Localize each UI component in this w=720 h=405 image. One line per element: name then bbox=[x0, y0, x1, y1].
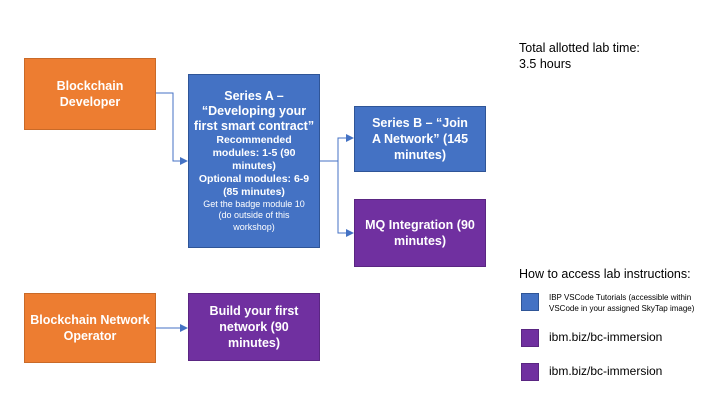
series-a-optional-line-2: (85 minutes) bbox=[223, 185, 285, 198]
series-a-badge-line-1: Get the badge module 10 bbox=[203, 198, 305, 209]
series-a-recommended-line-1: Recommended bbox=[216, 133, 292, 146]
build-network-label: Build your first network (90 minutes) bbox=[209, 304, 299, 350]
legend-item-vscode-line-1: IBP VSCode Tutorials (accessible within bbox=[549, 293, 692, 302]
blockchain-developer-label: Blockchain Developer bbox=[56, 79, 124, 109]
mq-integration-label: MQ Integration (90 minutes) bbox=[365, 218, 475, 248]
legend-item-vscode-line-2: VSCode in your assigned SkyTap image) bbox=[549, 304, 695, 313]
series-a-box: Series A – “Developing your first smart … bbox=[188, 74, 320, 248]
blockchain-network-operator-label: Blockchain Network Operator bbox=[30, 313, 150, 343]
legend-item-link-1[interactable]: ibm.biz/bc-immersion bbox=[549, 330, 663, 344]
legend-item-vscode: IBP VSCode Tutorials (accessible within … bbox=[549, 292, 694, 314]
series-a-title-line-1: Series A – bbox=[224, 88, 284, 103]
legend-swatch-blue bbox=[521, 293, 539, 311]
connector-series-a-to-mq bbox=[320, 160, 354, 237]
connector-developer-to-series-a bbox=[156, 92, 188, 165]
series-a-badge-line-3: workshop) bbox=[233, 221, 275, 232]
series-a-badge-line-2: (do outside of this bbox=[218, 210, 290, 221]
series-a-optional-line-1: Optional modules: 6-9 bbox=[198, 172, 310, 185]
series-a-recommended-line-2: modules: 1-5 (90 bbox=[212, 146, 296, 159]
blockchain-network-operator-box: Blockchain Network Operator bbox=[24, 293, 156, 363]
build-network-box: Build your first network (90 minutes) bbox=[188, 293, 320, 361]
connector-series-a-to-series-b bbox=[320, 134, 354, 162]
legend-heading: How to access lab instructions: bbox=[519, 267, 691, 281]
series-b-label: Series B – “Join A Network” (145 minutes… bbox=[371, 116, 469, 162]
blockchain-developer-box: Blockchain Developer bbox=[24, 58, 156, 130]
lab-time-line-2: 3.5 hours bbox=[519, 57, 572, 71]
legend-swatch-purple-1 bbox=[521, 329, 539, 347]
series-a-title-line-3: first smart contract” bbox=[193, 118, 315, 133]
legend-swatch-purple-2 bbox=[521, 363, 539, 381]
series-a-recommended-line-3: minutes) bbox=[232, 159, 276, 172]
series-a-title-line-2: “Developing your bbox=[201, 103, 307, 118]
mq-integration-box: MQ Integration (90 minutes) bbox=[354, 199, 486, 267]
lab-time-note: Total allotted lab time: 3.5 hours bbox=[519, 40, 640, 72]
lab-time-line-1: Total allotted lab time: bbox=[519, 41, 640, 55]
legend-item-link-2[interactable]: ibm.biz/bc-immersion bbox=[549, 364, 663, 378]
series-b-box: Series B – “Join A Network” (145 minutes… bbox=[354, 106, 486, 172]
